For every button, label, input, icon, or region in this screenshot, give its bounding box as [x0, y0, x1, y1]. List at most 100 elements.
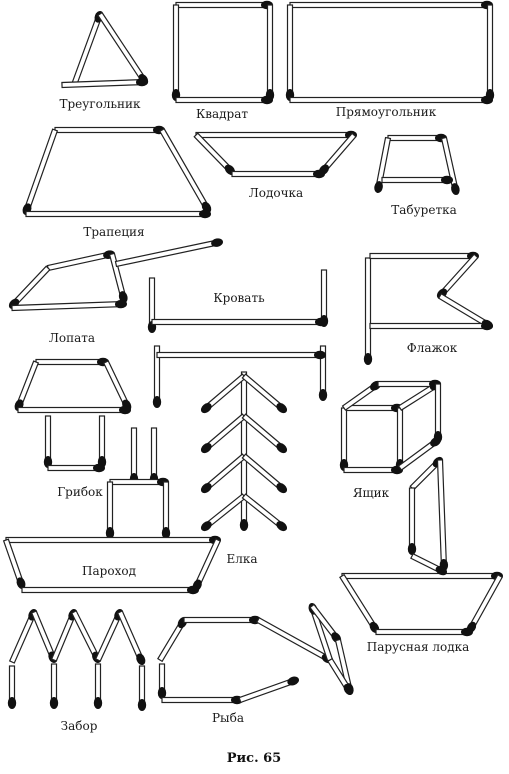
- match-body: [408, 487, 416, 549]
- match-head: [374, 181, 383, 193]
- matchstick: [54, 125, 165, 135]
- match-body: [343, 466, 397, 474]
- matchstick: [339, 407, 349, 471]
- figure-fence: [7, 608, 147, 711]
- matchstick: [161, 695, 243, 705]
- figure-rectangle: [285, 0, 495, 105]
- match-body: [8, 613, 36, 664]
- matchstick: [440, 136, 460, 195]
- matchstick: [341, 571, 503, 581]
- matchstick: [97, 415, 107, 468]
- match-body: [94, 663, 102, 703]
- match-body: [44, 415, 52, 462]
- label-fence: Забор: [61, 719, 98, 733]
- matchstick: [11, 299, 127, 312]
- figure-triangle: [61, 11, 149, 89]
- match-body: [369, 322, 487, 330]
- match-body: [102, 360, 130, 407]
- matchstick: [289, 95, 493, 105]
- matchsticks-layer: [2, 0, 504, 711]
- match-body: [238, 678, 294, 704]
- matchstick: [183, 615, 261, 625]
- match-head: [161, 527, 171, 539]
- figure-stool: [374, 133, 460, 195]
- match-body: [11, 301, 121, 312]
- label-mushroom: Грибок: [57, 485, 103, 499]
- match-body: [148, 277, 156, 327]
- match-body: [387, 134, 441, 142]
- matchstick: [161, 481, 171, 539]
- match-body: [193, 132, 232, 172]
- figure-trapezoid: [22, 125, 212, 219]
- figure-shovel: [8, 238, 223, 312]
- matchstick: [193, 132, 236, 176]
- match-head: [430, 436, 442, 447]
- match-body: [21, 586, 193, 594]
- matchstick: [21, 585, 199, 595]
- label-fish: Рыба: [212, 711, 244, 725]
- match-body: [50, 663, 58, 703]
- match-body: [35, 358, 103, 366]
- match-body: [162, 481, 170, 533]
- match-body: [183, 616, 255, 624]
- matchstick: [157, 616, 188, 663]
- match-body: [16, 360, 40, 406]
- match-body: [231, 170, 319, 178]
- matchstick: [61, 77, 148, 89]
- label-flag: Флажок: [407, 341, 458, 355]
- matchstick: [241, 493, 288, 532]
- match-head: [343, 683, 354, 696]
- matchstick: [200, 373, 247, 414]
- matchstick: [159, 127, 212, 214]
- match-body: [241, 373, 284, 411]
- match-head: [407, 543, 417, 555]
- match-body: [266, 4, 274, 95]
- matchstick: [102, 360, 132, 412]
- match-head: [136, 77, 148, 87]
- matchstick: [25, 209, 211, 219]
- match-body: [204, 413, 247, 451]
- match-body: [2, 538, 24, 584]
- match-body: [47, 464, 99, 472]
- match-body: [46, 251, 110, 272]
- matchstick: [200, 413, 247, 454]
- match-body: [175, 1, 267, 9]
- match-head: [276, 443, 288, 454]
- matchstick: [374, 136, 392, 193]
- matchstick: [137, 665, 147, 711]
- matchstick: [200, 493, 247, 532]
- match-head: [363, 353, 373, 365]
- match-body: [364, 257, 372, 359]
- matchstick: [109, 477, 169, 487]
- match-body: [106, 481, 114, 533]
- label-rectangle: Прямоугольник: [336, 105, 437, 119]
- match-head: [287, 676, 299, 686]
- match-body: [468, 573, 504, 629]
- match-body: [375, 628, 467, 636]
- match-body: [116, 610, 144, 661]
- match-head: [199, 209, 211, 219]
- matchstick: [156, 350, 326, 360]
- label-fir-tree: Елка: [226, 552, 257, 566]
- matchstick: [175, 0, 273, 10]
- match-body: [339, 573, 377, 629]
- match-body: [175, 96, 267, 104]
- match-head: [239, 519, 249, 531]
- match-head: [276, 521, 288, 532]
- match-head: [137, 699, 147, 711]
- figure-steamship: [2, 427, 222, 595]
- match-body: [98, 415, 106, 462]
- label-sailboat: Парусная лодка: [367, 640, 470, 654]
- matchstick: [114, 238, 223, 268]
- matchstick: [49, 663, 59, 709]
- match-head: [481, 321, 493, 331]
- matchstick: [46, 250, 115, 272]
- matchstick: [410, 552, 448, 576]
- match-head: [7, 697, 17, 709]
- label-stool: Табуретка: [391, 203, 457, 217]
- match-body: [434, 383, 442, 437]
- label-bed: Кровать: [213, 291, 265, 305]
- matchstick: [395, 407, 405, 471]
- match-body: [321, 132, 357, 172]
